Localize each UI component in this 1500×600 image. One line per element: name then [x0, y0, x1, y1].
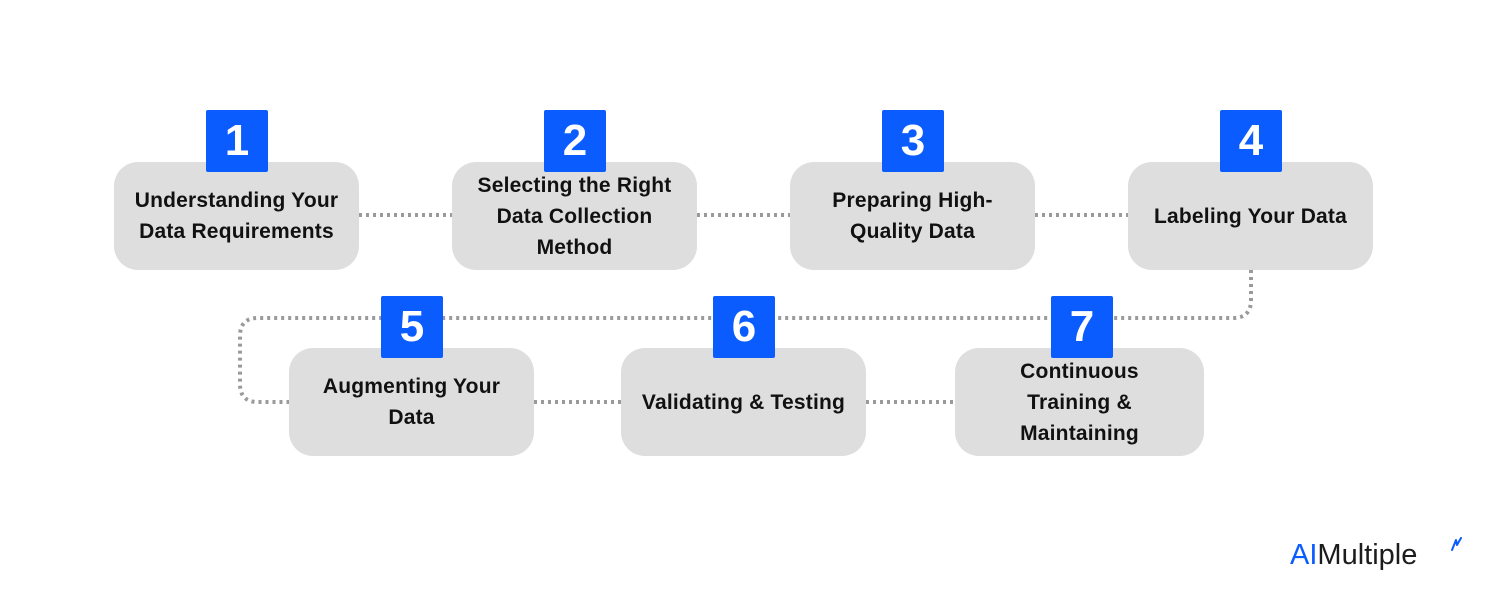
step-label: Augmenting Your Data [322, 375, 501, 429]
step-number-badge: 1 [206, 110, 268, 172]
step-number: 4 [1238, 116, 1264, 165]
step-number: 7 [1069, 302, 1095, 351]
brand-spark-icon [1451, 537, 1462, 551]
step-label: Continuous Training & Maintaining [1020, 359, 1139, 445]
step-box: Preparing High-Quality Data [790, 162, 1035, 270]
step-7: Continuous Training & Maintaining 7 [955, 296, 1204, 456]
step-box: Augmenting Your Data [289, 348, 534, 456]
step-label: Labeling Your Data [1153, 204, 1348, 228]
step-6: Validating & Testing 6 [621, 296, 866, 456]
brand-wordmark: AIMultiple [1290, 539, 1417, 571]
step-5: Augmenting Your Data 5 [289, 296, 534, 456]
step-number: 5 [399, 302, 425, 351]
step-number-badge: 2 [544, 110, 606, 172]
step-4: Labeling Your Data 4 [1128, 110, 1373, 270]
step-box: Understanding Your Data Requirements [114, 162, 359, 270]
brand-logo: AIMultiple [1290, 535, 1470, 575]
step-label: Selecting the Right Data Collection Meth… [477, 173, 672, 259]
step-box: Labeling Your Data [1128, 162, 1373, 270]
step-box: Selecting the Right Data Collection Meth… [452, 162, 697, 270]
step-label: Preparing High-Quality Data [832, 189, 993, 243]
step-3: Preparing High-Quality Data 3 [790, 110, 1035, 270]
step-number: 2 [562, 116, 588, 165]
step-number-badge: 4 [1220, 110, 1282, 172]
step-number: 6 [731, 302, 757, 351]
step-number-badge: 6 [713, 296, 775, 358]
step-box: Validating & Testing [621, 348, 866, 456]
step-number-badge: 7 [1051, 296, 1113, 358]
step-number-badge: 3 [882, 110, 944, 172]
step-number: 3 [900, 116, 926, 165]
brand-suffix: Multiple [1317, 539, 1418, 571]
brand-prefix: AI [1290, 539, 1318, 571]
connector-4-5 [238, 270, 1253, 404]
step-label: Understanding Your Data Requirements [134, 189, 339, 243]
step-label: Validating & Testing [641, 390, 846, 414]
step-box: Continuous Training & Maintaining [955, 348, 1204, 456]
step-number: 1 [224, 116, 250, 165]
step-2: Selecting the Right Data Collection Meth… [452, 110, 697, 270]
step-number-badge: 5 [381, 296, 443, 358]
step-1: Understanding Your Data Requirements 1 [114, 110, 359, 270]
